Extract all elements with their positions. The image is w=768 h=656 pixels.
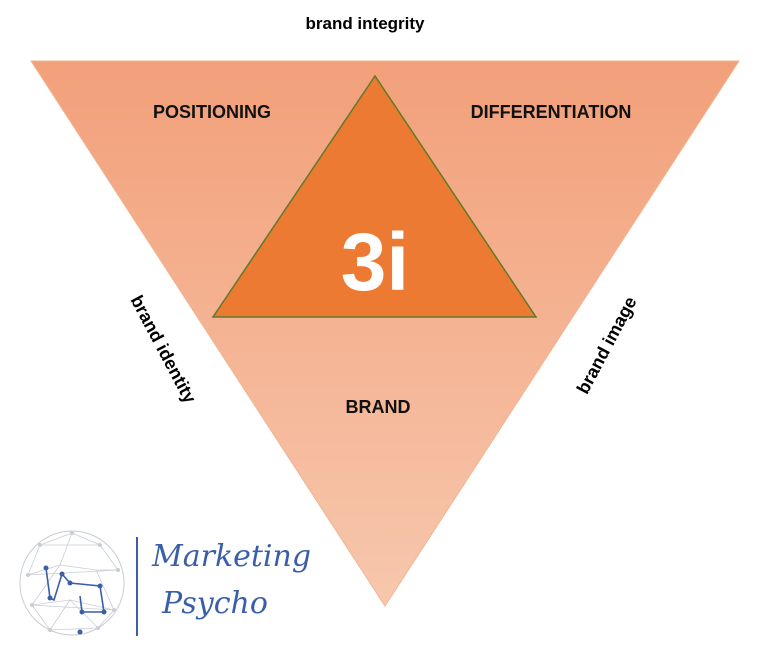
differentiation-label: DIFFERENTIATION (471, 102, 632, 122)
right-side-label: brand image (573, 293, 641, 397)
inner-triangle (211, 74, 538, 318)
left-side-label: brand identity (127, 292, 201, 406)
brand-label: BRAND (346, 397, 411, 417)
outer-triangle (30, 60, 740, 607)
center-3i-label: 3i (341, 217, 409, 308)
positioning-label: POSITIONING (153, 102, 271, 122)
logo-line1: Marketing (151, 539, 311, 574)
logo-line2: Psycho (161, 586, 268, 621)
top-label: brand integrity (305, 14, 425, 33)
logo: Marketing Psycho (19, 530, 311, 636)
network-globe-icon (19, 530, 125, 636)
